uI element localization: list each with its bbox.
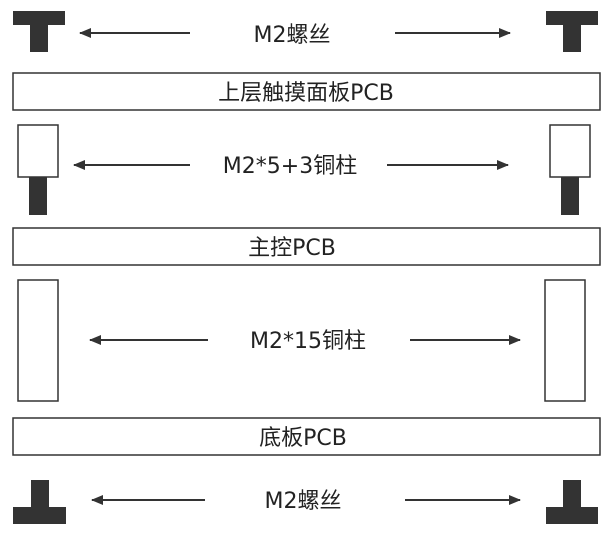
standoff-long-left — [17, 279, 59, 402]
pcb-bottom-board — [12, 417, 601, 456]
label-bottom-screw: M2螺丝 — [265, 489, 342, 514]
label-top-pcb: 上层触摸面板PCB — [218, 81, 394, 106]
screw-icon-bottom-right — [546, 480, 598, 524]
label-top-screw: M2螺丝 — [254, 23, 331, 48]
standoff-short-right-body — [549, 124, 591, 178]
standoff-long-right — [544, 279, 586, 402]
pcb-top-board — [12, 72, 601, 111]
standoff-short-left-body — [17, 124, 59, 178]
label-short-standoff: M2*5+3铜柱 — [223, 154, 357, 179]
label-long-standoff: M2*15铜柱 — [250, 329, 366, 354]
screw-icon-bottom-left — [13, 480, 66, 524]
standoff-short-right-thread — [561, 177, 579, 215]
screw-icon-top-left — [13, 11, 65, 52]
screw-icon-top-right — [546, 11, 598, 52]
label-main-pcb: 主控PCB — [248, 236, 336, 261]
standoff-short-left-thread — [29, 177, 47, 215]
pcb-main-board — [12, 227, 601, 266]
label-bottom-pcb: 底板PCB — [259, 426, 347, 451]
